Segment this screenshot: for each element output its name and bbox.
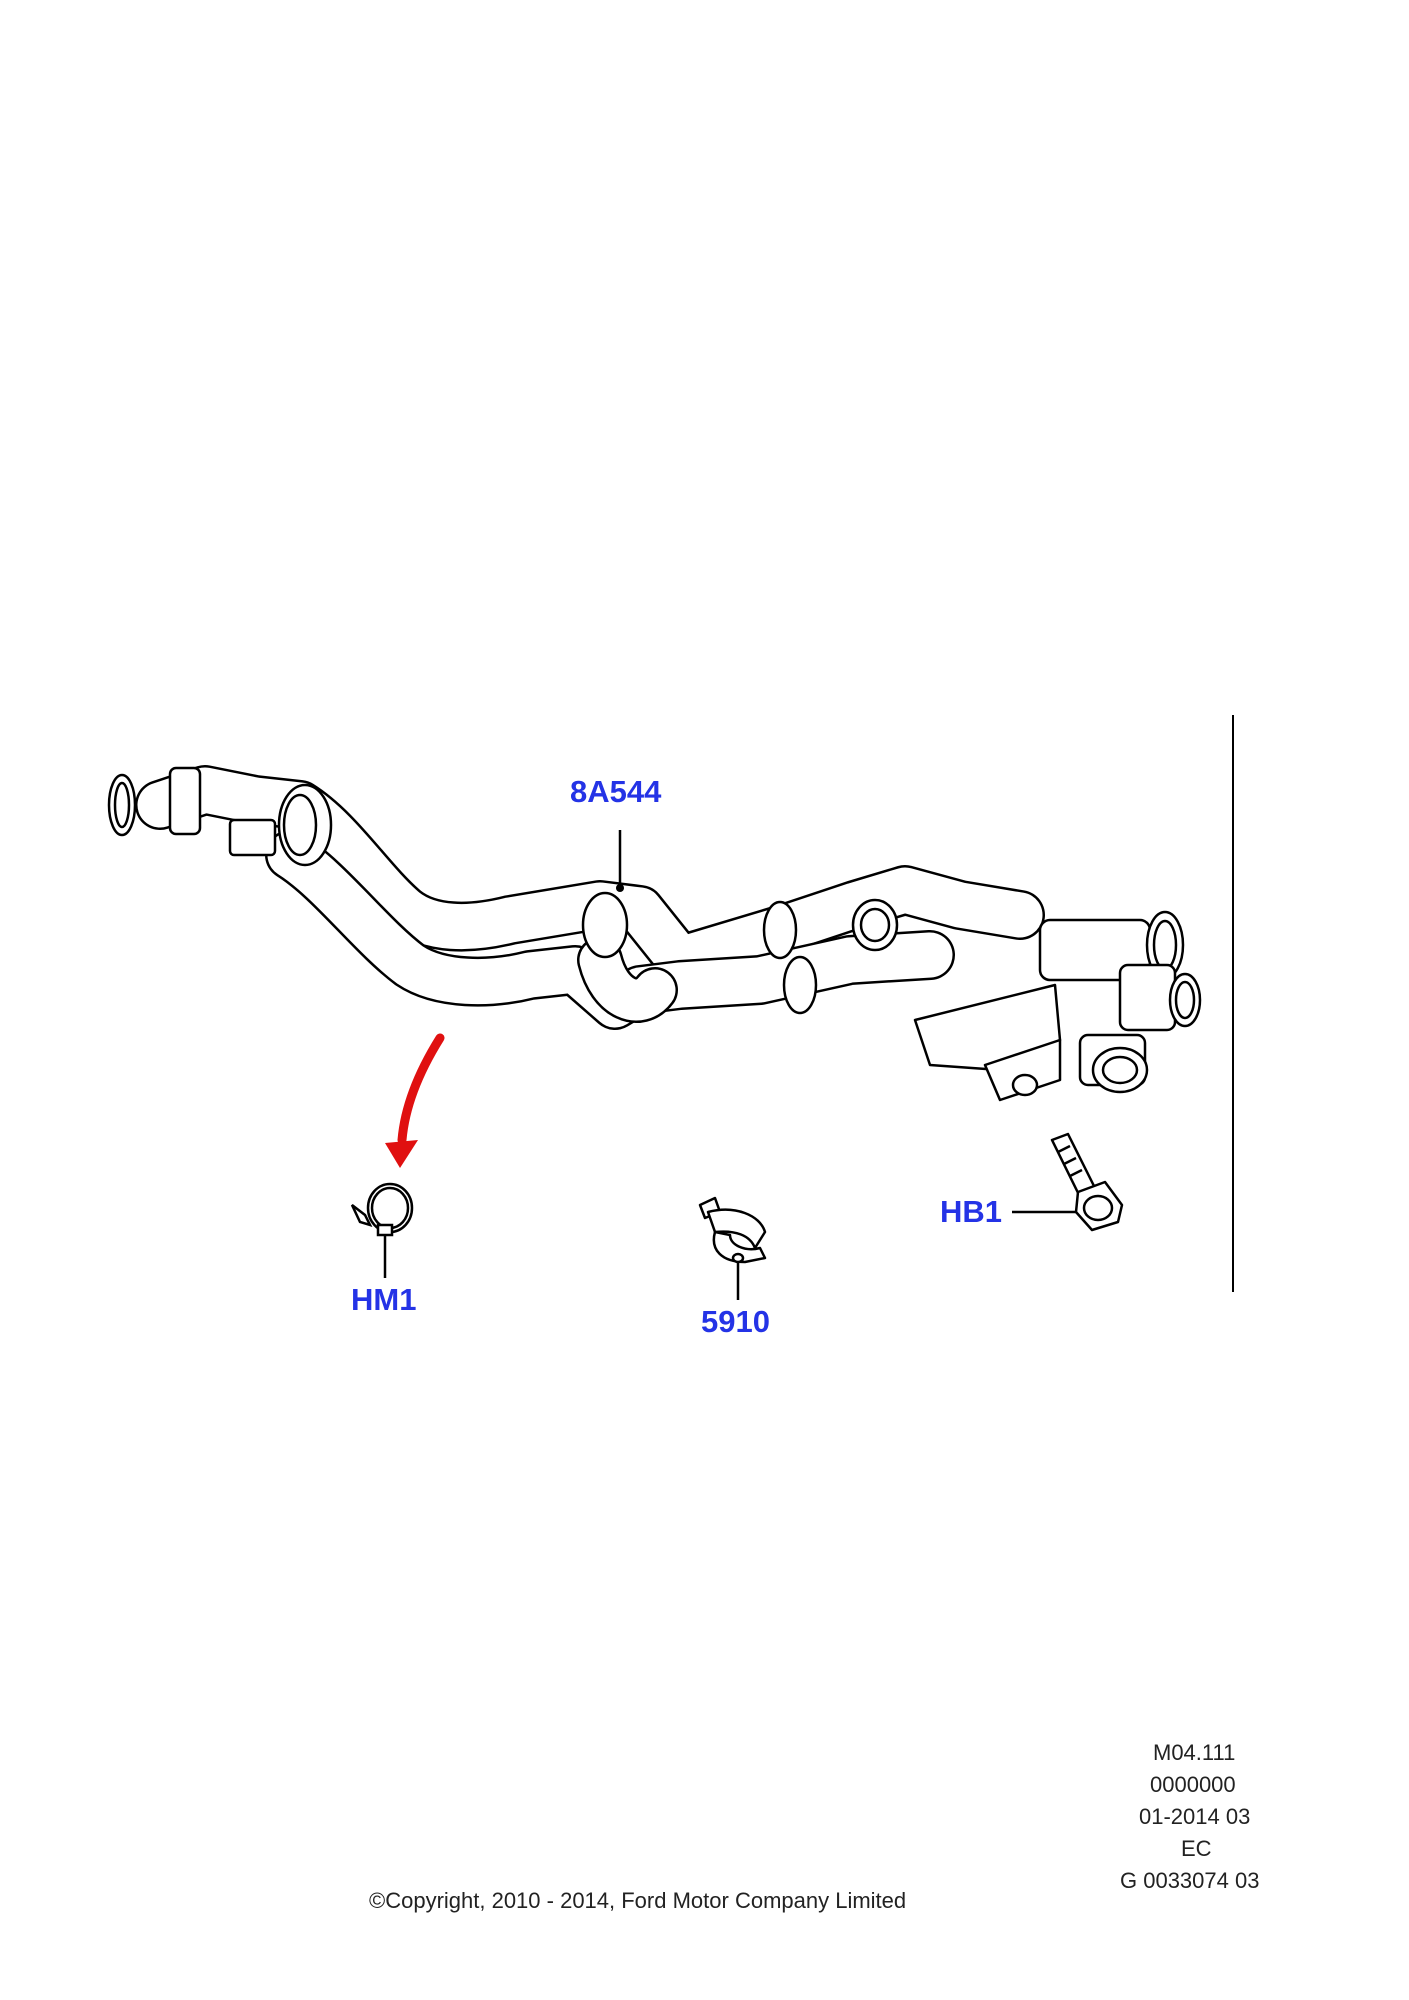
junction-block xyxy=(913,910,1202,1102)
callout-8a544[interactable]: 8A544 xyxy=(570,774,662,809)
red-arrow-icon xyxy=(385,1033,445,1168)
leader-dot-8a544 xyxy=(616,884,624,892)
flange-bolt-icon xyxy=(1050,1132,1124,1232)
info-line-2: 0000000 xyxy=(1150,1772,1236,1797)
info-line-4: EC xyxy=(1181,1836,1212,1861)
left-end-fitting xyxy=(107,766,333,867)
hose-collars xyxy=(581,891,899,1015)
callout-hm1[interactable]: HM1 xyxy=(351,1282,417,1317)
info-line-1: M04.111 xyxy=(1153,1740,1236,1765)
callout-hb1[interactable]: HB1 xyxy=(940,1194,1003,1229)
callout-5910[interactable]: 5910 xyxy=(701,1304,770,1339)
clamp-ring-icon xyxy=(350,1182,414,1237)
hose-clip-icon xyxy=(698,1196,767,1264)
copyright-text: ©Copyright, 2010 - 2014, Ford Motor Comp… xyxy=(369,1888,907,1913)
info-line-5: G 0033074 03 xyxy=(1120,1868,1260,1893)
info-line-3: 01-2014 03 xyxy=(1139,1804,1251,1829)
leader-lines xyxy=(383,830,1085,1300)
